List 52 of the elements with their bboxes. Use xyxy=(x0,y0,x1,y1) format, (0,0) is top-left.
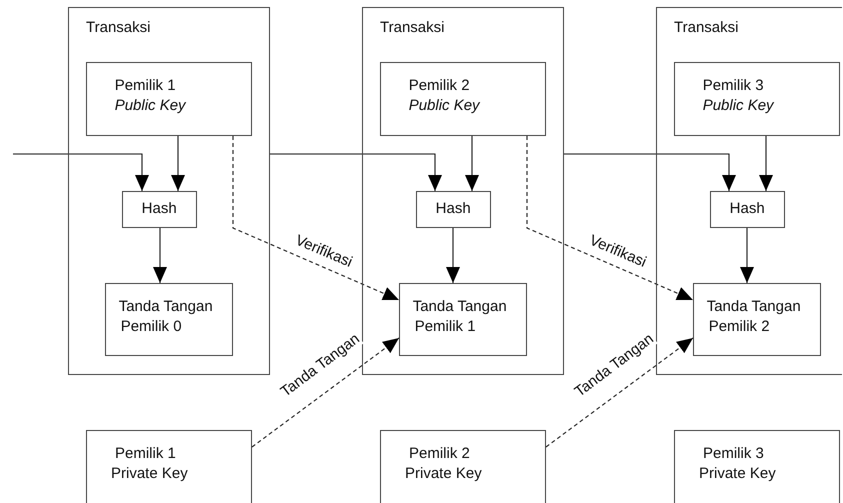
arrow xyxy=(446,228,460,283)
key-box xyxy=(86,62,252,136)
node-label: Private Key xyxy=(699,464,776,484)
arrow xyxy=(252,338,400,448)
node-label: Hash xyxy=(142,198,177,219)
key-box xyxy=(86,430,252,503)
signature-box xyxy=(398,282,527,356)
box-title: Transaksi xyxy=(86,18,150,38)
node-label: Public Key xyxy=(114,96,186,116)
arrow xyxy=(465,136,479,191)
arrow xyxy=(526,136,694,300)
transaction-box xyxy=(68,7,270,375)
arrow xyxy=(232,136,400,300)
box-title: Transaksi xyxy=(674,18,738,38)
node-label: Public Key xyxy=(702,96,774,116)
node-label: Hash xyxy=(730,198,765,219)
signature-box xyxy=(104,282,233,356)
node-label: Pemilik 1 xyxy=(115,444,176,464)
node-label: Tanda Tangan xyxy=(706,296,801,317)
arrow xyxy=(564,153,736,191)
arrow xyxy=(270,153,442,191)
signature-box xyxy=(692,282,821,356)
arrow xyxy=(153,228,167,283)
arrow xyxy=(171,136,185,191)
arrow xyxy=(759,136,773,191)
node-label: Pemilik 2 xyxy=(708,316,770,337)
node-label: Pemilik 0 xyxy=(120,316,182,337)
hash-box xyxy=(122,190,197,228)
node-label: Public Key xyxy=(408,96,480,116)
transaction-box xyxy=(656,7,842,375)
key-box xyxy=(674,430,840,503)
node-label: Pemilik 2 xyxy=(408,76,470,96)
box-title: Transaksi xyxy=(380,18,444,38)
node-label: Hash xyxy=(436,198,471,219)
arrow xyxy=(13,153,149,191)
hash-box xyxy=(416,190,491,228)
arrow xyxy=(546,338,694,448)
transaction-box xyxy=(362,7,564,375)
node-label: Private Key xyxy=(111,464,188,484)
node-label: Private Key xyxy=(405,464,482,484)
node-label: Pemilik 3 xyxy=(703,444,764,464)
node-label: Pemilik 2 xyxy=(409,444,470,464)
node-label: Pemilik 1 xyxy=(114,76,176,96)
key-box xyxy=(380,430,546,503)
node-label: Pemilik 1 xyxy=(414,316,476,337)
arrow xyxy=(740,228,754,283)
node-label: Pemilik 3 xyxy=(702,76,764,96)
key-box xyxy=(380,62,546,136)
hash-box xyxy=(710,190,785,228)
key-box xyxy=(674,62,840,136)
node-label: Tanda Tangan xyxy=(118,296,213,317)
node-label: Tanda Tangan xyxy=(412,296,507,317)
